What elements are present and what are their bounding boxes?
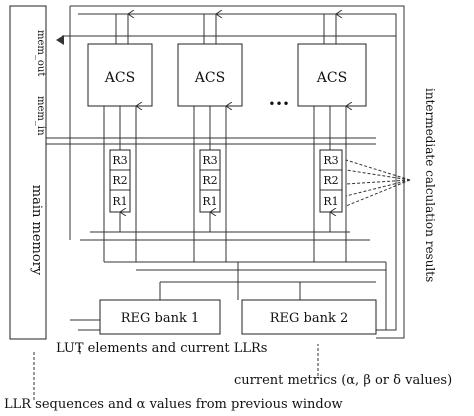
reg-3-r1: R1	[323, 195, 338, 208]
reg-bank-1: REG bank 1	[99, 299, 221, 335]
reg-2-r3: R3	[202, 154, 217, 167]
reg-1-r3: R3	[112, 154, 127, 167]
outer-bus	[56, 5, 405, 339]
reg-2-r1: R1	[202, 195, 217, 208]
metrics-note: current metrics (α, β or δ values)	[234, 373, 452, 388]
bottom-annotations: LUT elements and current LLRs current me…	[4, 341, 452, 412]
mem-out-label: mem_out	[35, 30, 46, 76]
intermediate-results-annotation: intermediate calculation results	[345, 88, 437, 282]
acs-box-3	[297, 43, 367, 107]
mem-in-bus	[46, 137, 376, 145]
reg-3-r3: R3	[323, 154, 338, 167]
main-memory-block: main memory mem_out mem_in	[9, 5, 47, 340]
acs-unit-1: ACS R3 R2 R1	[87, 14, 153, 262]
ellipsis: •••	[268, 97, 289, 111]
acs-unit-3: ACS R3 R2 R1	[297, 14, 367, 262]
acs-unit-2: ACS R3 R2 R1	[177, 14, 243, 262]
reg-3-r2: R2	[323, 174, 338, 187]
side-note-label: intermediate calculation results	[423, 88, 437, 282]
reg-bank-2: REG bank 2	[241, 299, 377, 335]
acs-label-3: ACS	[316, 70, 347, 86]
distribution-bus	[70, 231, 387, 331]
lut-note: LUT elements and current LLRs	[56, 341, 267, 356]
main-memory-label: main memory	[29, 185, 44, 276]
reg-1-r1: R1	[112, 195, 127, 208]
reg-bank-2-label: REG bank 2	[270, 311, 349, 326]
llr-note: LLR sequences and α values from previous…	[4, 397, 343, 412]
mem-in-label: mem_in	[35, 96, 46, 136]
reg-1-r2: R2	[112, 174, 127, 187]
acs-label-2: ACS	[194, 70, 225, 86]
acs-label-1: ACS	[104, 70, 135, 86]
reg-2-r2: R2	[202, 174, 217, 187]
reg-bank-1-label: REG bank 1	[121, 311, 200, 326]
